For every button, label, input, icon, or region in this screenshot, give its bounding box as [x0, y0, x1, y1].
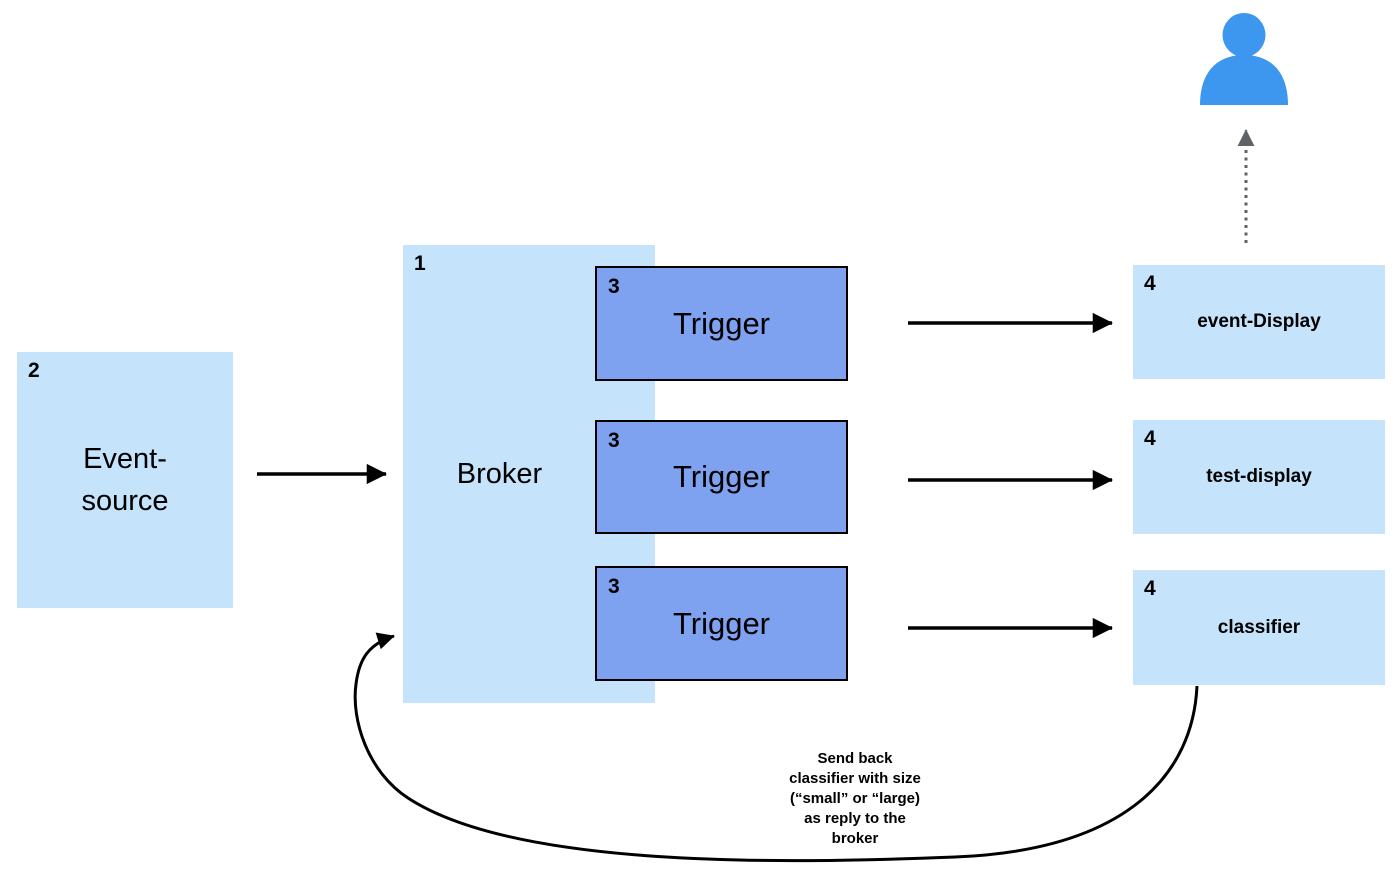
- trigger-1-label: Trigger: [672, 305, 771, 341]
- service-1-number: 4: [1144, 272, 1156, 295]
- broker-number: 1: [414, 252, 426, 275]
- trigger-2-number: 3: [608, 429, 620, 452]
- service-3-label: classifier: [1217, 616, 1301, 638]
- trigger-box-2: 3 Trigger: [595, 420, 848, 534]
- trigger-box-1: 3 Trigger: [595, 266, 848, 381]
- service-2-label: test-display: [1206, 466, 1312, 487]
- trigger-3-label: Trigger: [672, 605, 771, 641]
- service-box-test-display: 4 test-display: [1133, 420, 1385, 534]
- event-source-number: 2: [28, 359, 40, 382]
- trigger-1-number: 3: [608, 275, 620, 298]
- service-box-classifier: 4 classifier: [1133, 570, 1385, 685]
- service-box-event-display: 4 event-Display: [1133, 265, 1385, 379]
- service-3-number: 4: [1144, 577, 1156, 600]
- event-source-box: 2 Event- source: [17, 352, 233, 608]
- service-1-label: event-Display: [1197, 311, 1321, 332]
- user-icon: [1200, 13, 1288, 105]
- service-2-number: 4: [1144, 427, 1156, 450]
- event-source-label: Event- source: [81, 442, 169, 517]
- trigger-2-label: Trigger: [672, 459, 771, 494]
- trigger-3-number: 3: [608, 575, 620, 598]
- trigger-box-3: 3 Trigger: [595, 566, 848, 681]
- reply-annotation: Send back classifier with size (“small” …: [789, 750, 921, 847]
